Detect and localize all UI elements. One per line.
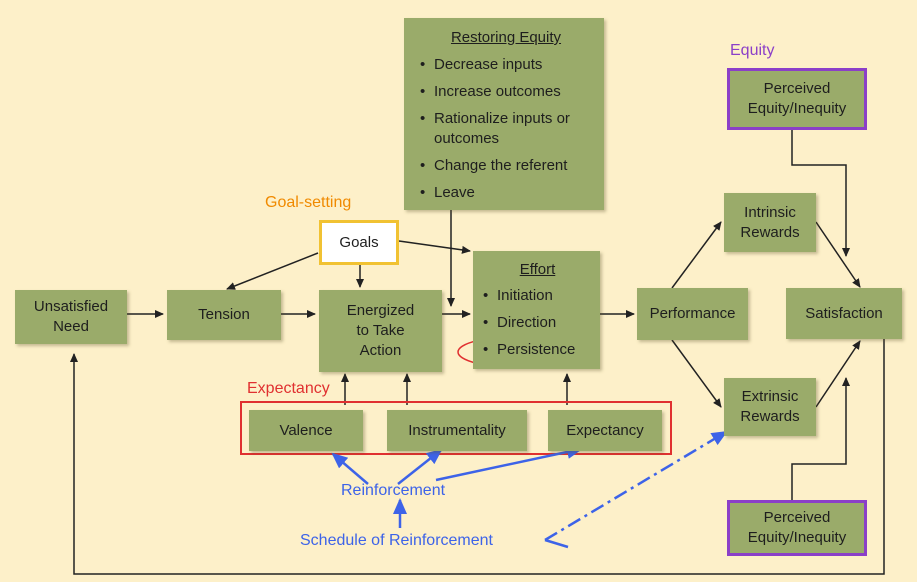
effort-box: Effort Initiation Direction Persistence xyxy=(473,251,600,369)
tension-box: Tension xyxy=(167,290,281,340)
black-arrows xyxy=(70,130,885,575)
expectancy-box: Expectancy xyxy=(548,410,662,451)
effort-item: Persistence xyxy=(481,340,575,360)
restoring-equity-box: Restoring Equity Decrease inputs Increas… xyxy=(404,18,604,210)
goals-box: Goals xyxy=(319,220,399,265)
instrumentality-label: Instrumentality xyxy=(408,421,506,439)
effort-title: Effort xyxy=(519,261,556,278)
restoring-item: Change the referent xyxy=(418,156,584,176)
extrinsic-rewards-label: Extrinsic Rewards xyxy=(740,388,800,425)
extrinsic-rewards-box: Extrinsic Rewards xyxy=(724,378,816,436)
expectancy-theory-label: Expectancy xyxy=(247,380,330,397)
performance-box: Performance xyxy=(637,288,748,340)
instrumentality-box: Instrumentality xyxy=(387,410,527,451)
unsatisfied-need-label: Unsatisfied Need xyxy=(33,298,109,335)
perceived-equity-top-box: Perceived Equity/Inequity xyxy=(727,68,867,130)
valence-label: Valence xyxy=(279,421,333,439)
effort-item: Initiation xyxy=(481,286,575,306)
restoring-equity-list: Decrease inputs Increase outcomes Ration… xyxy=(418,55,584,203)
schedule-of-reinforcement-label: Schedule of Reinforcement xyxy=(300,532,493,549)
equity-theory-label: Equity xyxy=(730,42,775,59)
perceived-equity-top-label: Perceived Equity/Inequity xyxy=(747,80,847,117)
perceived-equity-bottom-label: Perceived Equity/Inequity xyxy=(747,509,847,546)
restoring-item: Rationalize inputs or outcomes xyxy=(418,109,584,149)
expectancy-box-label: Expectancy xyxy=(566,421,644,439)
effort-item: Direction xyxy=(481,313,575,333)
energized-box: Energized to Take Action xyxy=(319,290,442,372)
restoring-equity-title: Restoring Equity xyxy=(450,29,562,46)
intrinsic-rewards-box: Intrinsic Rewards xyxy=(724,193,816,252)
satisfaction-box: Satisfaction xyxy=(786,288,902,339)
goals-label: Goals xyxy=(339,233,379,251)
perceived-equity-bottom-box: Perceived Equity/Inequity xyxy=(727,500,867,556)
valence-box: Valence xyxy=(249,410,363,451)
reinforcement-label: Reinforcement xyxy=(341,482,446,499)
satisfaction-label: Satisfaction xyxy=(805,304,883,322)
goal-setting-label: Goal-setting xyxy=(265,194,352,211)
restoring-item: Leave xyxy=(418,183,584,203)
reinforcement-arrows xyxy=(331,430,728,549)
unsatisfied-need-box: Unsatisfied Need xyxy=(15,290,127,344)
restoring-item: Increase outcomes xyxy=(418,82,584,102)
energized-label: Energized to Take Action xyxy=(346,302,415,359)
performance-label: Performance xyxy=(649,305,736,322)
tension-label: Tension xyxy=(198,306,250,323)
restoring-item: Decrease inputs xyxy=(418,55,584,75)
effort-list: Initiation Direction Persistence xyxy=(481,286,575,360)
intrinsic-rewards-label: Intrinsic Rewards xyxy=(740,203,800,241)
